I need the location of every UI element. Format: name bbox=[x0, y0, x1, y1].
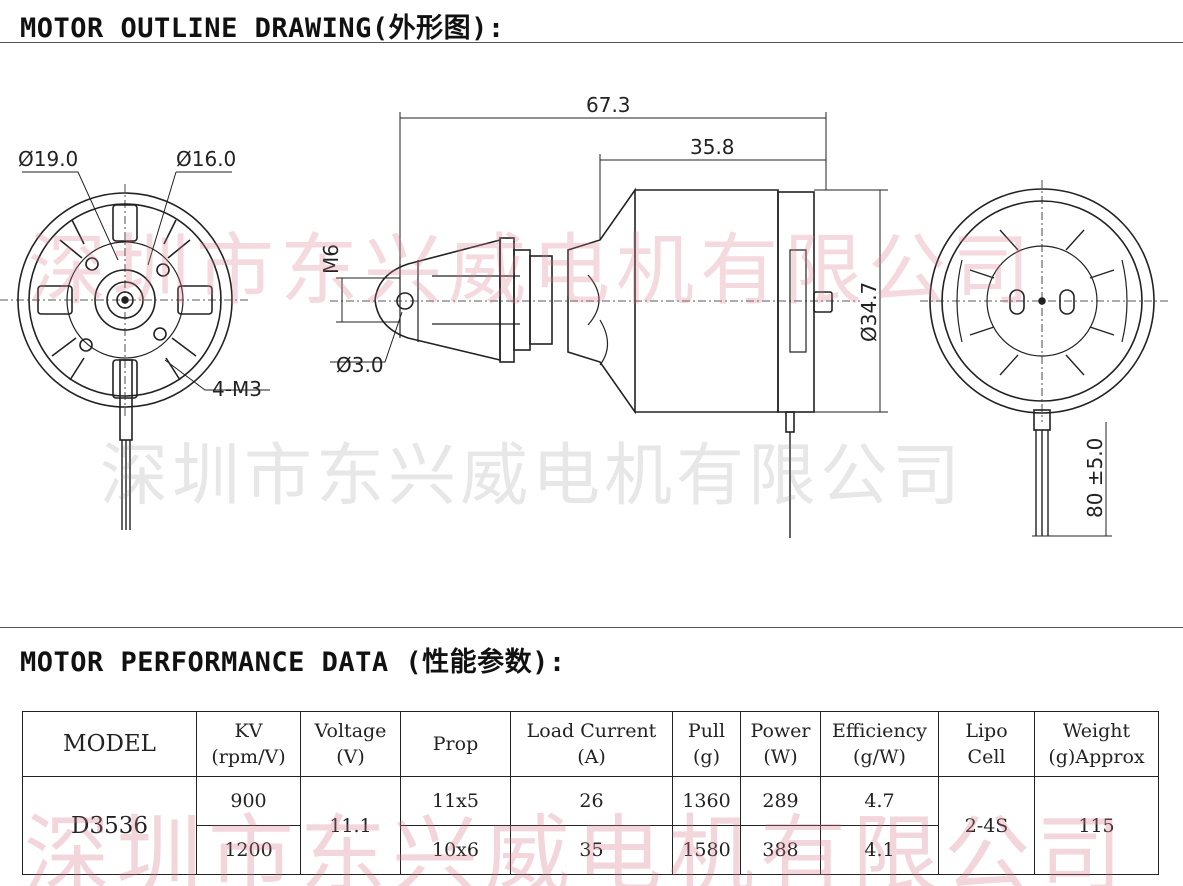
dim-body-length: 35.8 bbox=[690, 135, 735, 159]
dim-front-inner: Ø16.0 bbox=[176, 147, 236, 171]
pull-cell: 1360 bbox=[672, 776, 741, 826]
kv-cell: 1200 bbox=[196, 825, 301, 875]
dim-prop-thread: M6 bbox=[319, 244, 343, 274]
current-cell: 26 bbox=[510, 776, 673, 826]
header-cell: Voltage(V) bbox=[300, 711, 401, 777]
dim-shaft-dia: Ø3.0 bbox=[336, 353, 384, 377]
weight-cell: 115 bbox=[1034, 776, 1159, 875]
outline-drawing: Ø19.0 Ø16.0 4-M3 67.3 35.8 Ø3.0 M6 Ø34.7… bbox=[0, 60, 1183, 620]
header-cell: KV(rpm/V) bbox=[196, 711, 301, 777]
header-cell: Pull(g) bbox=[672, 711, 741, 777]
model-cell: D3536 bbox=[22, 776, 197, 875]
performance-table: MODEL KV(rpm/V) Voltage(V) Prop Load Cur… bbox=[22, 711, 1159, 875]
pull-cell: 1580 bbox=[672, 825, 741, 875]
prop-cell: 11x5 bbox=[400, 776, 511, 826]
table-row: D3536 900 11.1 11x5 26 1360 289 4.7 2-4S… bbox=[22, 776, 1159, 875]
dim-mount-screws: 4-M3 bbox=[212, 377, 262, 401]
power-cell: 289 bbox=[740, 776, 821, 826]
dim-body-dia: Ø34.7 bbox=[857, 282, 881, 342]
dim-front-outer: Ø19.0 bbox=[18, 147, 78, 171]
divider bbox=[0, 627, 1183, 628]
side-view bbox=[330, 112, 888, 538]
header-cell: Power(W) bbox=[740, 711, 821, 777]
front-view bbox=[0, 171, 270, 530]
efficiency-cell: 4.1 bbox=[820, 825, 939, 875]
efficiency-cell: 4.7 bbox=[820, 776, 939, 826]
header-cell: Prop bbox=[400, 711, 511, 777]
voltage-cell: 11.1 bbox=[300, 776, 401, 875]
dim-total-length: 67.3 bbox=[586, 93, 631, 117]
table-row: 1200 10x6 35 1580 388 4.1 bbox=[23, 825, 1159, 875]
header-cell: Weight(g)Approx bbox=[1034, 711, 1159, 777]
current-cell: 35 bbox=[510, 825, 673, 875]
rear-view bbox=[920, 180, 1170, 537]
prop-cell: 10x6 bbox=[400, 825, 511, 875]
power-cell: 388 bbox=[740, 825, 821, 875]
performance-heading: MOTOR PERFORMANCE DATA (性能参数): bbox=[20, 647, 566, 678]
outline-heading: MOTOR OUTLINE DRAWING(外形图): bbox=[20, 13, 505, 44]
header-cell: Efficiency(g/W) bbox=[820, 711, 939, 777]
lipo-cell: 2-4S bbox=[938, 776, 1035, 875]
dim-lead-length: 80 ±5.0 bbox=[1083, 438, 1107, 518]
kv-cell: 900 bbox=[196, 776, 301, 826]
header-cell: MODEL bbox=[22, 711, 197, 777]
header-cell: Load Current(A) bbox=[510, 711, 673, 777]
table-header-row: MODEL KV(rpm/V) Voltage(V) Prop Load Cur… bbox=[22, 711, 1159, 777]
divider bbox=[0, 42, 1183, 43]
